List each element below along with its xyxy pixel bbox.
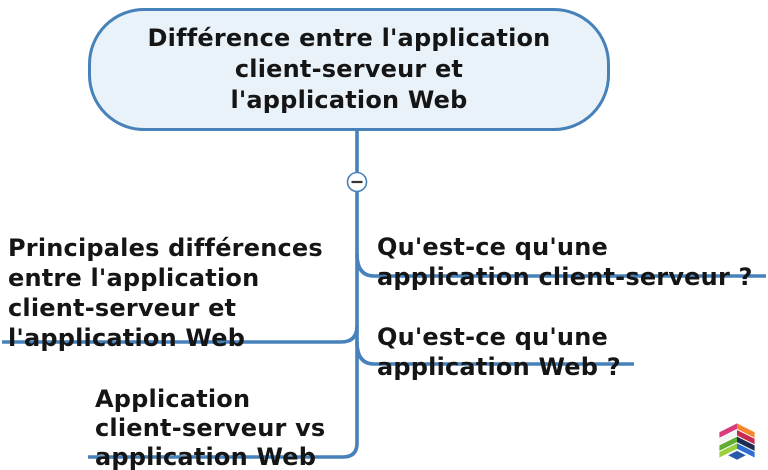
root-topic-node[interactable]: Différence entre l'application client-se… [88, 8, 610, 131]
branch-line-right-top [355, 253, 766, 278]
collapse-toggle-button[interactable] [346, 171, 368, 193]
topic-node-main-differences[interactable]: Principales différences entre l'applicat… [8, 203, 323, 353]
cube-band-top [719, 423, 755, 438]
branch-line-right-bottom [355, 341, 634, 366]
cube-band-bottom [719, 443, 755, 458]
cube-band-upper-middle [719, 430, 755, 445]
topic-label: Principales différences entre l'applicat… [8, 234, 323, 352]
cube-bottom-tip [728, 450, 746, 460]
topic-label: Application client-serveur vs applicatio… [95, 385, 326, 470]
topic-node-client-server-vs-web[interactable]: Application client-serveur vs applicatio… [95, 356, 325, 470]
root-topic-label: Différence entre l'application client-se… [147, 24, 551, 114]
branch-line-trunk-and-bottom [88, 129, 359, 459]
topic-label: Qu'est-ce qu'une application client-serv… [377, 233, 753, 291]
colorful-cube-logo [719, 423, 755, 460]
cube-band-lower-middle [719, 436, 755, 451]
branch-line-left [2, 325, 359, 344]
topic-node-what-is-web-app[interactable]: Qu'est-ce qu'une application Web ? [377, 292, 621, 382]
topic-label: Qu'est-ce qu'une application Web ? [377, 323, 621, 381]
topic-node-what-is-client-server[interactable]: Qu'est-ce qu'une application client-serv… [377, 202, 753, 292]
